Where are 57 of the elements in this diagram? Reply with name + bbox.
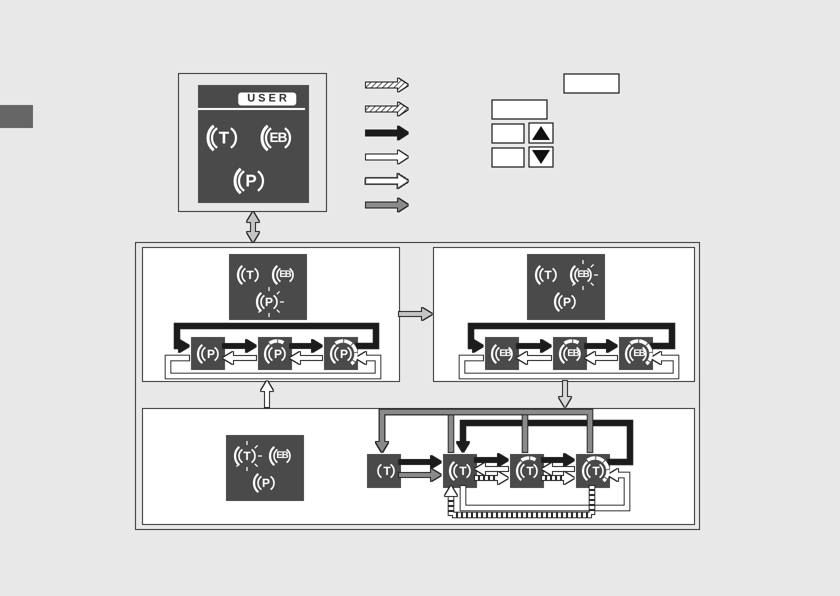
- indicator-letter: T: [218, 130, 230, 146]
- display-screen: [527, 254, 605, 320]
- indicator-letter: T: [592, 465, 600, 477]
- indicator-letter: P: [563, 296, 571, 308]
- indicator-letter: EB: [633, 349, 645, 359]
- outer-panel: [135, 242, 700, 530]
- display-frame: [178, 73, 327, 212]
- indicator-letter: EB: [499, 349, 511, 359]
- arrow: [290, 340, 322, 352]
- arrow: [399, 308, 432, 320]
- double-arrow: [247, 212, 259, 242]
- arrow: [399, 456, 441, 468]
- arrow: [457, 420, 632, 464]
- indicator-display: [367, 454, 401, 488]
- indicator-letter: T: [246, 269, 254, 281]
- indicator-letter: P: [262, 477, 270, 489]
- mode-panel: [433, 247, 695, 382]
- indicator-letter: T: [243, 450, 251, 462]
- indicator-display: [619, 337, 653, 370]
- indicator-display: [443, 454, 477, 488]
- indicator-letter: EB: [577, 270, 589, 280]
- indicator-display: [258, 337, 292, 370]
- indicator-letter: EB: [567, 349, 579, 359]
- arrow: [559, 381, 571, 407]
- arrow: [174, 324, 378, 352]
- indicator-display: [485, 337, 519, 370]
- indicator-letter: P: [245, 172, 257, 190]
- arrow: [585, 340, 617, 352]
- display-screen: [229, 254, 307, 320]
- indicator-display: [553, 337, 587, 370]
- indicator-letter: T: [526, 465, 534, 477]
- indicator-display: [576, 454, 610, 488]
- arrow: [475, 454, 508, 466]
- indicator-letter: EB: [276, 451, 288, 461]
- indicator-display: [324, 337, 358, 370]
- indicator-letter: P: [265, 296, 273, 308]
- indicator-letter: T: [544, 269, 552, 281]
- display-screen: [226, 435, 304, 501]
- arrow: [261, 381, 273, 407]
- indicator-letter: P: [340, 348, 348, 360]
- indicator-letter: EB: [279, 270, 291, 280]
- mode-panel: [142, 408, 695, 525]
- indicator-display: [191, 337, 225, 370]
- indicator-letter: P: [274, 348, 282, 360]
- indicator-letter: P: [207, 348, 215, 360]
- arrow: [468, 324, 674, 352]
- indicator-display: [510, 454, 544, 488]
- arrow: [376, 410, 592, 452]
- indicator-letter: EB: [270, 131, 286, 145]
- indicator-letter: T: [383, 465, 391, 477]
- mode-badge: USER: [238, 92, 296, 106]
- arrow: [517, 340, 551, 352]
- arrow: [542, 454, 574, 466]
- mode-panel: [142, 247, 400, 382]
- arrow: [223, 340, 256, 352]
- indicator-letter: T: [459, 465, 467, 477]
- arrow: [399, 469, 441, 481]
